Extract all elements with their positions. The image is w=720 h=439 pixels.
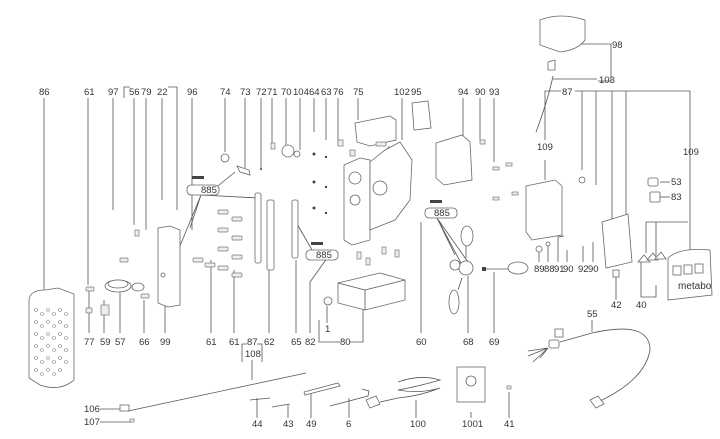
part-label: 6 (346, 419, 351, 430)
lubricant-marker: 885 (186, 176, 220, 196)
part-label: 61 (84, 87, 95, 98)
part-label: 75 (353, 87, 364, 98)
part-label: 73 (240, 87, 251, 98)
part-label: 99 (160, 337, 171, 348)
lubricant-marker: 885 (424, 200, 458, 219)
part-6-hex-key (329, 388, 370, 407)
part-69-handle (482, 261, 529, 275)
part-label: 70 (281, 87, 292, 98)
part-83-switch (649, 191, 661, 203)
part-label: 96 (187, 87, 198, 98)
brand-mark: metabo (678, 281, 712, 292)
part-57-clamp-ring (104, 279, 145, 293)
lubricant-marker: 885 (305, 242, 339, 261)
part-label: 94 (458, 87, 469, 98)
part-1-knob (323, 296, 333, 306)
part-label: 62 (264, 337, 275, 348)
part-label: 74 (220, 87, 231, 98)
part-label: 42 (611, 300, 622, 311)
part-label: 90 (475, 87, 486, 98)
part-label: 93 (489, 87, 500, 98)
part-label: 82 (305, 337, 316, 348)
part-label: 107 (84, 417, 100, 428)
part-label: 49 (306, 419, 317, 430)
part-99-plate (157, 225, 181, 308)
part-label: 109 (537, 142, 553, 153)
part-label: 64 (309, 87, 320, 98)
leader-lines (43, 43, 691, 423)
part-109-switch-housing (525, 179, 563, 241)
part-label: 97 (108, 87, 119, 98)
part-label: 88 (544, 264, 555, 275)
part-53-switch (647, 177, 659, 187)
part-label: 103 (599, 75, 615, 86)
part-label: 41 (504, 419, 515, 430)
part-60-drill-stand-housing (343, 141, 413, 246)
part-label: 104 (293, 87, 309, 98)
part-label: 57 (115, 337, 126, 348)
part-108-cable (127, 372, 307, 412)
part-68-handle-hub (448, 225, 474, 315)
part-label: 109 (683, 147, 699, 158)
part-label: 72 (256, 87, 267, 98)
part-labels: 86 61 97 56 79 22 96 74 73 72 71 70 104 … (39, 40, 699, 430)
part-label: 69 (489, 337, 500, 348)
part-80-base-block (337, 272, 406, 311)
svg-text:885: 885 (316, 250, 332, 261)
part-label: 1001 (462, 419, 483, 430)
part-label: 61 (229, 337, 240, 348)
part-label: 106 (84, 404, 100, 415)
part-label: 59 (100, 337, 111, 348)
part-label: 80 (340, 337, 351, 348)
part-label: 90 (563, 264, 574, 275)
part-label: 68 (463, 337, 474, 348)
svg-text:885: 885 (434, 208, 450, 219)
part-label: 102 (394, 87, 410, 98)
part-label: 65 (291, 337, 302, 348)
part-label: 44 (252, 419, 263, 430)
part-label: 98 (612, 40, 623, 51)
part-label: 87 (247, 337, 258, 348)
part-98-coolant-tank (539, 15, 586, 53)
part-label: 89 (534, 264, 545, 275)
part-label: 66 (139, 337, 150, 348)
part-107-pin (129, 418, 135, 423)
part-label: 86 (39, 87, 50, 98)
part-label: 76 (333, 87, 344, 98)
part-label: 56 (129, 87, 140, 98)
part-label: 40 (636, 300, 647, 311)
part-label: 71 (267, 87, 278, 98)
part-label: 108 (245, 349, 261, 360)
part-106-plug (119, 404, 130, 412)
part-100-coolant-hose (365, 377, 442, 409)
part-109-control-panel: metabo (667, 248, 713, 301)
part-label: 61 (206, 337, 217, 348)
part-label: 77 (84, 337, 95, 348)
parts: metabo (28, 15, 713, 423)
part-label: 63 (321, 87, 332, 98)
part-87-circuit-board (601, 213, 633, 269)
part-86-chip-guard (28, 287, 75, 388)
part-label: 91 (554, 264, 565, 275)
svg-text:885: 885 (201, 185, 217, 196)
part-label: 22 (157, 87, 168, 98)
part-label: 83 (671, 192, 682, 203)
part-label: 55 (587, 309, 598, 320)
part-49-drift (303, 382, 341, 396)
part-75-top-cover (354, 115, 397, 147)
part-55-power-cable (527, 328, 651, 409)
part-label: 100 (410, 419, 426, 430)
part-label: 1 (325, 324, 330, 335)
part-label: 79 (141, 87, 152, 98)
part-label: 43 (283, 419, 294, 430)
screws-61 (192, 209, 243, 278)
part-label: 87 (562, 87, 573, 98)
part-label: 53 (671, 177, 682, 188)
part-label: 60 (416, 337, 427, 348)
part-label: 90 (588, 264, 599, 275)
part-94-gear-cover (435, 134, 473, 186)
part-95-label (411, 100, 432, 131)
part-label: 95 (411, 87, 422, 98)
part-label: 92 (578, 264, 589, 275)
